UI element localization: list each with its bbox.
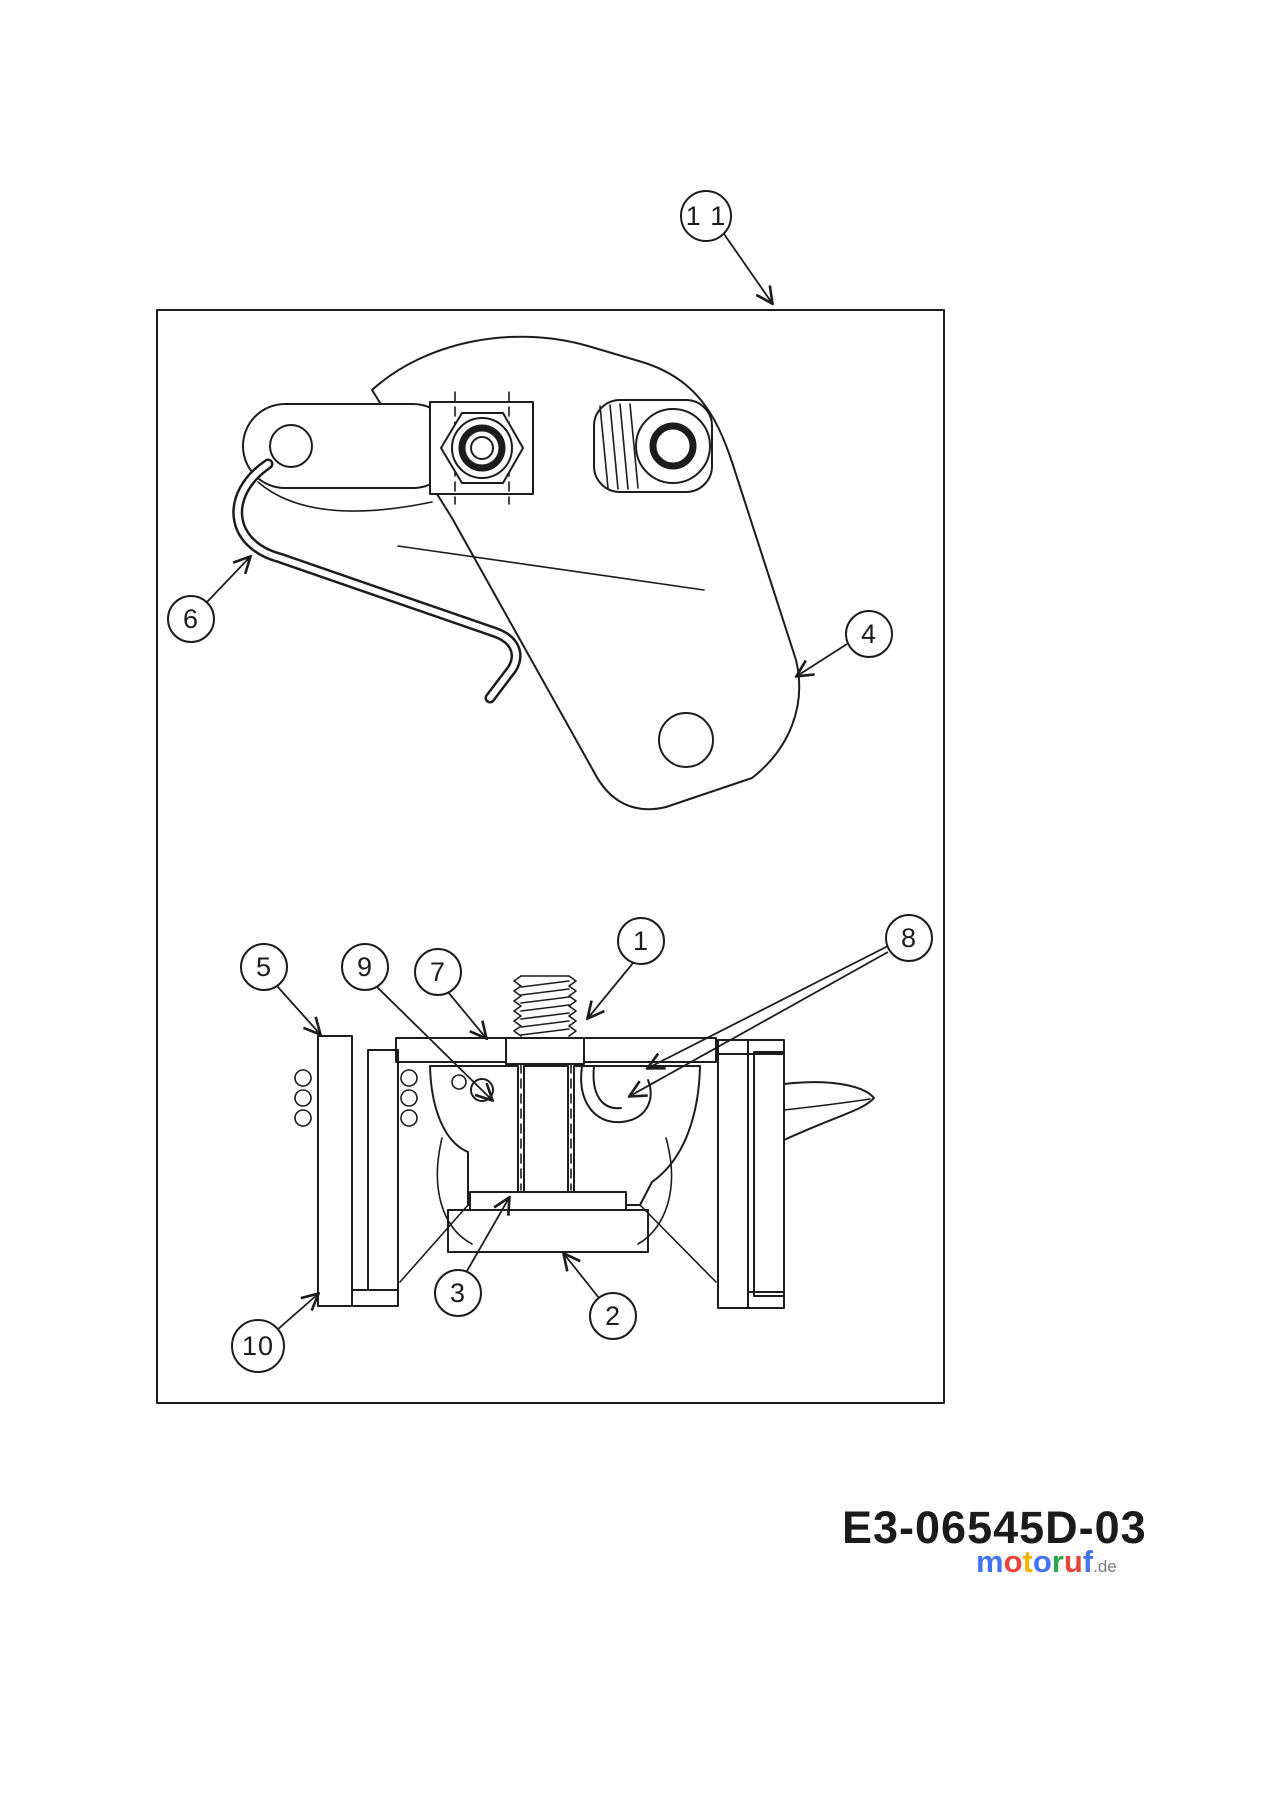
hex-nut [429, 391, 534, 505]
callout-circle [341, 943, 389, 991]
caliper-body [429, 1063, 701, 1206]
callout-1: 1 [588, 917, 665, 1018]
watermark-letter: m [976, 1544, 1004, 1579]
callout-10: 10 [231, 1294, 318, 1373]
drawing-number: E3-06545D-03 [842, 1502, 1147, 1553]
callout-circle [434, 1269, 482, 1317]
watermark-suffix: .de [1093, 1557, 1117, 1576]
brake-pad-block [447, 1209, 649, 1253]
callout-7: 7 [414, 948, 486, 1038]
callout-9: 9 [341, 943, 492, 1100]
ball-bearing [451, 1074, 467, 1090]
callout-circle [240, 943, 288, 991]
watermark-letter: o [1003, 1544, 1023, 1579]
left-housing-tube [294, 1035, 418, 1307]
callout-circle [167, 595, 215, 643]
bolt-stud [505, 975, 585, 1065]
support-legs [399, 1137, 717, 1283]
callout-number: 8 [901, 923, 917, 953]
plate-hole [658, 712, 714, 768]
callout-number: 5 [256, 952, 272, 982]
watermark-letter: u [1063, 1544, 1083, 1579]
callout-number: 6 [183, 604, 199, 634]
callout-11: 1 1 [680, 190, 772, 303]
lever-bracket [257, 481, 433, 512]
pivot-ferrule [593, 399, 713, 493]
callout-circle [680, 190, 732, 242]
callout-number: 1 1 [686, 201, 727, 231]
watermark-letter: o [1032, 1544, 1052, 1579]
callout-circle [231, 1319, 285, 1373]
callout-3: 3 [434, 1198, 509, 1317]
callout-4: 4 [797, 610, 893, 676]
callout-number: 9 [357, 952, 373, 982]
diagram-frame [156, 309, 945, 1404]
spring-clip [580, 1065, 652, 1124]
callout-6: 6 [167, 557, 250, 643]
actuator-arm [783, 1081, 875, 1141]
spring-wire [232, 458, 522, 704]
watermark-letter: t [1022, 1544, 1033, 1579]
bolt-shaft [523, 1065, 569, 1206]
shim-plate [469, 1191, 627, 1211]
watermark-logo: motoruf.de [976, 1544, 1117, 1580]
callout-circle [589, 1292, 637, 1340]
watermark-letter: f [1082, 1544, 1094, 1579]
callout-number: 4 [861, 619, 877, 649]
callout-number: 2 [605, 1301, 621, 1331]
lever-arm [242, 403, 456, 512]
callout-circle [617, 917, 665, 965]
callout-2: 2 [564, 1254, 637, 1340]
brake-lever-assembly-view [232, 335, 801, 811]
right-housing-tube [717, 1039, 785, 1309]
callout-number: 1 [633, 926, 649, 956]
callout-number: 7 [430, 957, 446, 987]
callout-circle [414, 948, 462, 996]
stud-collar [505, 1037, 585, 1065]
watermark-letter: r [1051, 1544, 1064, 1579]
callout-circle [845, 610, 893, 658]
callout-8: 8 [630, 914, 933, 1096]
callout-number: 3 [450, 1278, 466, 1308]
callout-number: 10 [242, 1331, 274, 1361]
brake-section-view [294, 975, 875, 1309]
callout-circle [885, 914, 933, 962]
lever-pivot-hole [269, 424, 313, 468]
callout-5: 5 [240, 943, 320, 1034]
